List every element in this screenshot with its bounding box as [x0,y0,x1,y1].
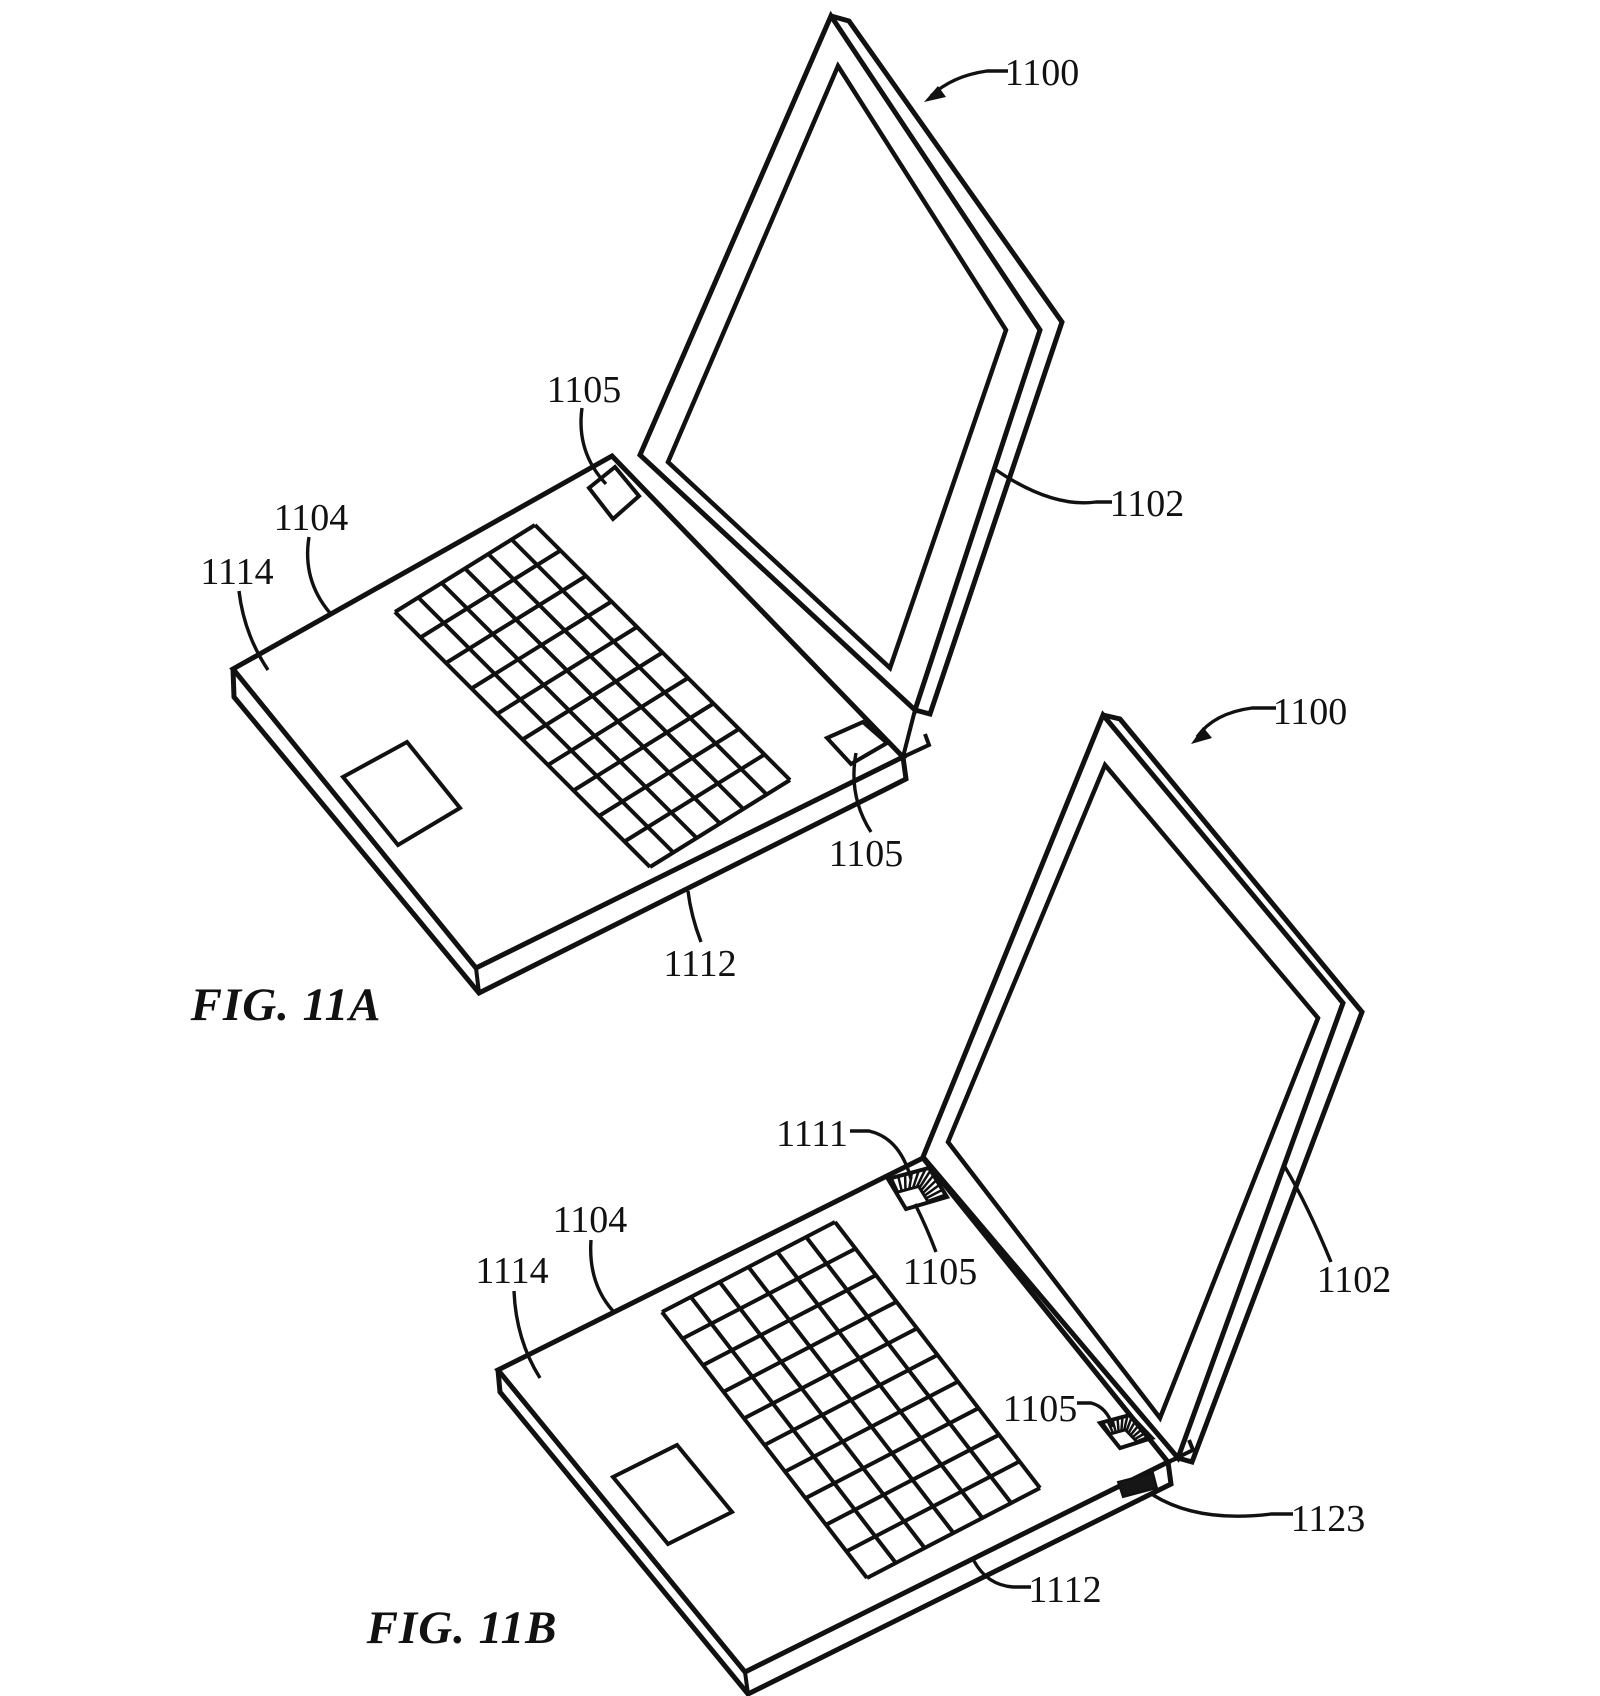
recess-hatch-line [1133,1431,1148,1441]
recess-hatch-line [897,1175,903,1192]
ref-b-1105-right: 1105 [1003,1388,1078,1430]
recess-hatch-line [1116,1418,1120,1432]
ref-b-1111: 1111 [776,1113,848,1155]
laptop-b-hinge-notch [1167,1439,1196,1464]
laptop-a-lid-thickness-edge [830,13,1065,718]
laptop-a-screen [665,61,1009,673]
keyboard-grid-line [660,1310,869,1580]
recess-hatch-line [1122,1415,1129,1431]
ref-b-1123: 1123 [1291,1498,1366,1540]
laptop-a-hinge-square-right [823,719,891,767]
leader-a-1112 [686,890,703,943]
arrowhead-b-1100-icon [1191,727,1212,744]
laptop-b-lid-thickness-edge [1102,712,1365,1466]
laptop-a-lid [637,10,1065,758]
ref-b-1105-left: 1105 [903,1251,978,1293]
leader-a-1114 [237,590,270,671]
leader-a-1102 [995,468,1112,505]
laptop-a-front-corner-edge [474,967,481,994]
laptop-a-keyboard [393,523,792,869]
keyboard-grid-line [416,596,675,854]
leader-a-1104 [305,536,332,615]
recess-hatch-line [925,1188,944,1200]
keyboard-grid-line [440,581,699,840]
keyboard-grid-line [510,538,769,796]
recess-floor [1106,1428,1141,1450]
laptop-b-hinge-recess-left [884,1165,951,1212]
ref-b-1104: 1104 [553,1199,628,1241]
recess-floor [893,1184,931,1211]
laptop-b-keyboard [660,1220,1042,1580]
leader-b-1102 [1283,1166,1333,1263]
leader-b-1100 [1195,706,1276,739]
keyboard-grid-line [689,1295,898,1565]
ref-a-1100: 1100 [1005,52,1080,94]
keyboard-grid-line [833,1220,1042,1490]
ref-a-1105-bottom: 1105 [829,833,904,875]
recess-hatch-line [921,1179,938,1195]
recess-hatch-line [1127,1420,1137,1434]
laptop-b-screen [945,760,1321,1423]
keyboard-grid-line [804,1235,1013,1505]
keyboard-grid-line [775,1250,984,1520]
figure-a-caption: FIG. 11A [190,979,382,1031]
ref-a-1114: 1114 [200,551,273,593]
recess-hatch-line [920,1174,935,1192]
laptop-b-base [494,1154,1196,1696]
leader-b-1105-left [913,1203,938,1253]
leader-b-1104 [588,1239,615,1313]
keyboard-grid-line [746,1265,956,1535]
figure-b-caption: FIG. 11B [366,1602,558,1654]
ref-b-1114: 1114 [475,1250,548,1292]
ref-b-1112: 1112 [1028,1569,1101,1611]
recess-hatch-line [923,1183,941,1197]
ref-b-1100: 1100 [1273,691,1348,733]
laptop-figure-b: 1100 1111 1105 1104 1114 1105 1102 1123 … [366,691,1392,1696]
leader-b-1123 [1152,1493,1293,1518]
ref-a-1112: 1112 [663,943,736,985]
recess-hatch-line [1120,1416,1124,1432]
laptop-a-base [229,452,932,997]
leader-a-1100 [929,69,1008,98]
keyboard-grid-line [393,610,652,869]
leader-b-1112 [972,1560,1031,1589]
figure-a-annotations: 1100 1105 1104 1114 1105 1112 1102 FIG. … [190,52,1185,1031]
recess-hatch-line [915,1168,927,1188]
laptop-a-trackpad [339,739,463,848]
recess-hatch-line [1136,1434,1151,1443]
recess-hatch-line [1131,1427,1144,1439]
keyboard-grid-line [463,567,722,825]
laptop-b-front-corner-edge [743,1671,750,1695]
figure-b-annotations: 1100 1111 1105 1104 1114 1105 1102 1123 … [366,691,1392,1654]
leader-a-1105-bottom [852,752,873,833]
laptop-figure-a: 1100 1105 1104 1114 1105 1112 1102 FIG. … [190,10,1185,1031]
leader-b-1111 [850,1129,913,1180]
laptop-a-hinge-notch [902,733,932,759]
laptop-a-hinge-side [901,709,917,758]
keyboard-grid-line [486,552,745,811]
ref-a-1104: 1104 [274,497,349,539]
ref-a-1105-top: 1105 [547,369,622,411]
leader-a-1105-top [579,407,608,486]
keyboard-grid-line [533,523,792,782]
ref-a-1102: 1102 [1110,483,1185,525]
leader-b-1105-right [1077,1401,1115,1428]
recess-hatch-line [1106,1420,1115,1434]
laptop-b-edge-connector-1123 [1116,1471,1159,1499]
recess-hatch-line [1129,1423,1141,1436]
recess-hatch-line [890,1177,900,1193]
recess-hatch-line [1125,1416,1134,1432]
keyboard-grid-line [718,1280,927,1550]
arrowhead-a-1100-icon [924,86,946,102]
recess-hatch-line [918,1169,932,1189]
recess-hatch-line [911,1170,920,1189]
laptop-b-trackpad [609,1442,736,1547]
ref-b-1102: 1102 [1317,1259,1392,1301]
recess-hatch-line [1101,1421,1112,1435]
recess-hatch-line [927,1193,946,1203]
leader-b-1114 [512,1290,542,1379]
laptop-a-hinge-square-left [586,464,642,522]
